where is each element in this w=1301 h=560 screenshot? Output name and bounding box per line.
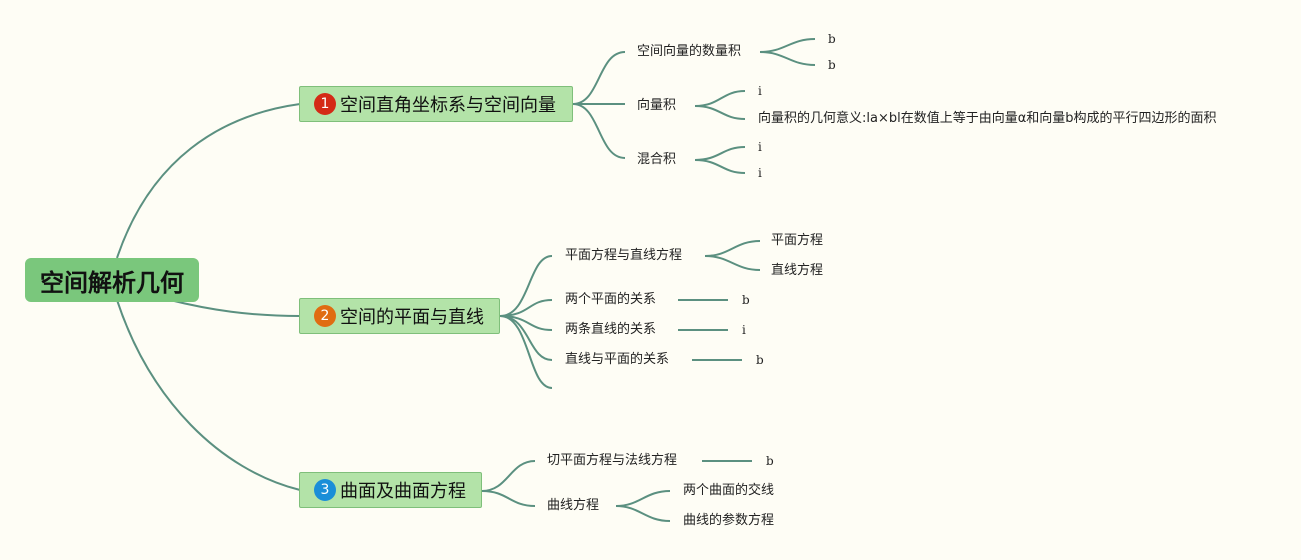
- subtopic-two-planes[interactable]: 两个平面的关系: [565, 292, 657, 307]
- root-topic[interactable]: 空间解析几何: [25, 258, 199, 302]
- branch-2-topic[interactable]: 2 空间的平面与直线: [299, 298, 500, 334]
- leaf-i[interactable]: i: [742, 323, 746, 337]
- leaf-surface-intersection[interactable]: 两个曲面的交线: [683, 483, 775, 498]
- leaf-b[interactable]: b: [756, 353, 764, 367]
- leaf-b[interactable]: b: [742, 293, 750, 307]
- number-2-badge: 2: [314, 305, 336, 327]
- subtopic-tangent-normal[interactable]: 切平面方程与法线方程: [547, 453, 678, 468]
- leaf-b[interactable]: b: [828, 58, 836, 72]
- leaf-cross-product-meaning[interactable]: 向量积的几何意义:la×bl在数值上等于由向量α和向量b构成的平行四边形的面积: [758, 111, 1217, 126]
- leaf-parametric-equation[interactable]: 曲线的参数方程: [683, 513, 775, 528]
- leaf-line-equation[interactable]: 直线方程: [771, 263, 824, 278]
- subtopic-plane-line-equations[interactable]: 平面方程与直线方程: [565, 248, 683, 263]
- leaf-i[interactable]: i: [758, 84, 762, 98]
- subtopic-mixed-product[interactable]: 混合积: [637, 152, 677, 167]
- subtopic-line-plane[interactable]: 直线与平面的关系: [565, 352, 670, 367]
- branch-1-title: 空间直角坐标系与空间向量: [340, 95, 556, 116]
- subtopic-curve-equation[interactable]: 曲线方程: [547, 498, 600, 513]
- branch-3-title: 曲面及曲面方程: [340, 481, 466, 502]
- branch-1-topic[interactable]: 1 空间直角坐标系与空间向量: [299, 86, 573, 122]
- branch-3-topic[interactable]: 3 曲面及曲面方程: [299, 472, 482, 508]
- branch-2-title: 空间的平面与直线: [340, 307, 484, 328]
- leaf-i[interactable]: i: [758, 166, 762, 180]
- subtopic-dot-product[interactable]: 空间向量的数量积: [637, 44, 742, 59]
- leaf-i[interactable]: i: [758, 140, 762, 154]
- number-3-badge: 3: [314, 479, 336, 501]
- subtopic-two-lines[interactable]: 两条直线的关系: [565, 322, 657, 337]
- leaf-plane-equation[interactable]: 平面方程: [771, 233, 824, 248]
- number-1-badge: 1: [314, 93, 336, 115]
- leaf-b[interactable]: b: [828, 32, 836, 46]
- subtopic-cross-product[interactable]: 向量积: [637, 98, 677, 113]
- leaf-b[interactable]: b: [766, 454, 774, 468]
